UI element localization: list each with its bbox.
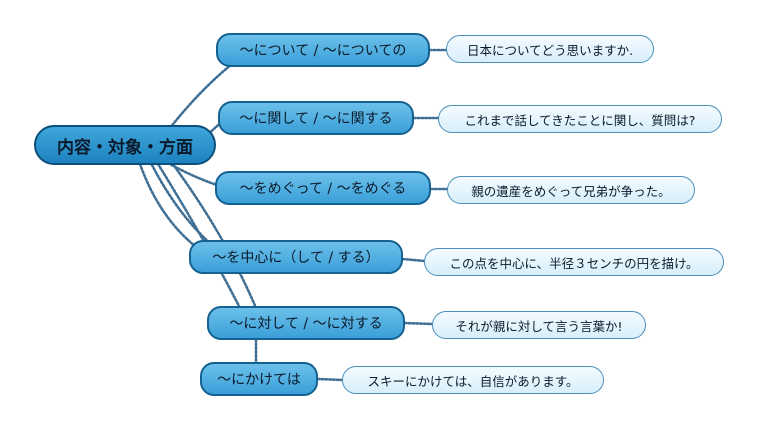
- branch-label: ～にかけては: [217, 372, 301, 388]
- branch-node-wo-megutte: ～をめぐって / ～をめぐる: [215, 171, 431, 205]
- example-text: それが親に対して言う言葉か!: [455, 318, 623, 334]
- example-node-ni-tsuite: 日本についてどう思いますか.: [446, 35, 654, 63]
- branch-node-ni-tsuite: ～について / ～についての: [216, 33, 430, 67]
- root-to-branch-1-connector: [168, 62, 234, 130]
- branch-6-to-example-connector: [316, 377, 344, 382]
- example-text: 日本についてどう思いますか.: [466, 42, 634, 58]
- root-to-branch-5-connector-a: [156, 162, 242, 310]
- root-to-branch-4-connector-b: [150, 163, 214, 247]
- branch-label: ～に対して / ～に対する: [229, 316, 383, 332]
- root-label: 内容・対象・方面: [57, 137, 193, 158]
- branch-node-ni-kanshite: ～に関して / ～に関する: [218, 101, 414, 135]
- example-node-wo-chuushin-ni: この点を中心に、半径３センチの円を描け。: [424, 248, 724, 276]
- branch-label: ～をめぐって / ～をめぐる: [239, 181, 407, 197]
- example-node-ni-taishite: それが親に対して言う言葉か!: [432, 311, 646, 339]
- branch-label: ～を中心に（して / する）: [212, 250, 380, 266]
- branch-label: ～について / ～についての: [239, 43, 407, 59]
- branch-node-ni-taishite: ～に対して / ～に対する: [207, 306, 405, 340]
- branch-node-wo-chuushin-ni: ～を中心に（して / する）: [189, 240, 403, 274]
- root-node: 内容・対象・方面: [34, 125, 216, 165]
- example-text: 親の遺産をめぐって兄弟が争った。: [471, 183, 671, 199]
- example-node-wo-megutte: 親の遺産をめぐって兄弟が争った。: [447, 176, 695, 204]
- root-to-branch-4-connector-a: [138, 162, 202, 252]
- example-text: この点を中心に、半径３センチの円を描け。: [449, 255, 699, 271]
- root-to-branch-5-connector-b: [170, 161, 258, 310]
- branch-node-ni-kakete-wa: ～にかけては: [200, 362, 318, 396]
- example-text: これまで話してきたことに関し、質問は?: [464, 112, 696, 128]
- branch-4-to-example-connector: [401, 257, 426, 263]
- branch-label: ～に関して / ～に関する: [239, 111, 393, 127]
- branch-5-to-example-connector: [403, 321, 434, 326]
- example-text: スキーにかけては、自信があります。: [367, 373, 579, 389]
- example-node-ni-kakete-wa: スキーにかけては、自信があります。: [342, 366, 604, 394]
- example-node-ni-kanshite: これまで話してきたことに関し、質問は?: [438, 105, 722, 133]
